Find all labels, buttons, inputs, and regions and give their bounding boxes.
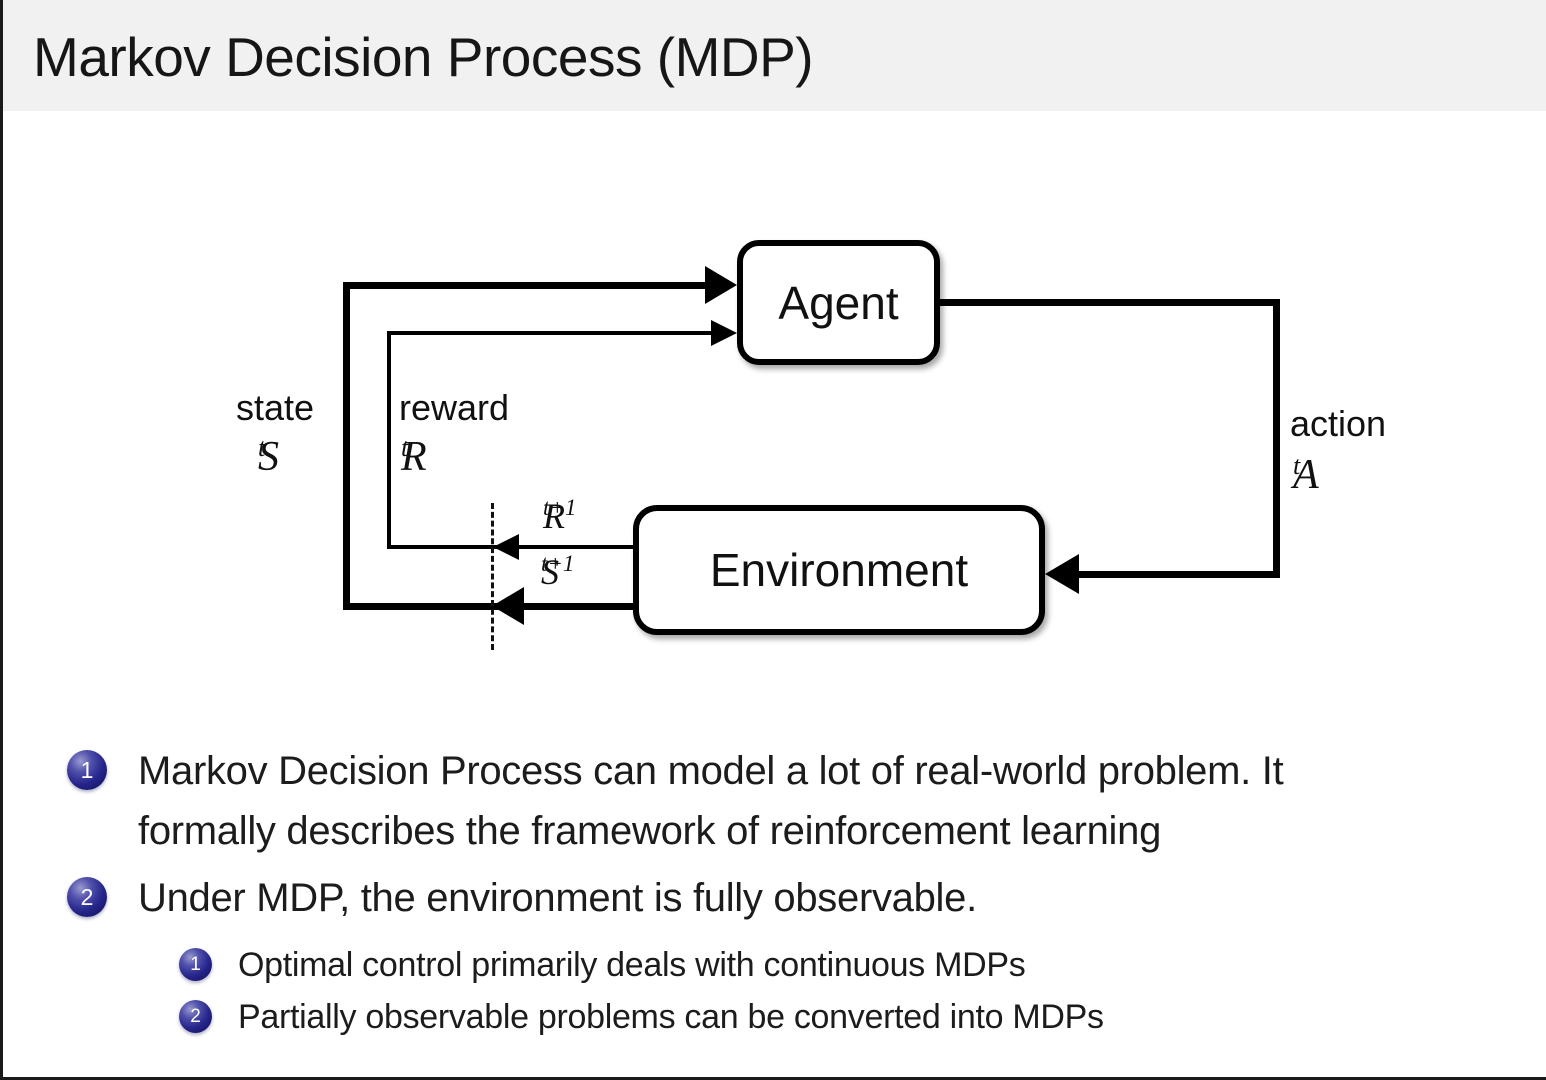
next-reward-arrowhead [493,534,519,560]
agent-label: Agent [778,276,899,329]
bullet-list: 1 Markov Decision Process can model a lo… [3,700,1546,1077]
next-state-arrowhead [492,587,524,625]
action-line-right [1273,299,1280,578]
page-title: Markov Decision Process (MDP) [33,26,814,88]
bullet-1-number-ball: 1 [67,750,107,790]
action-arrowhead-into-environment [1045,554,1079,594]
sub-bullet-1-number-ball: 1 [179,948,212,981]
reward-label: reward [399,387,510,428]
action-line-top [940,299,1280,306]
sub-bullet-2-text: Partially observable problems can be con… [238,998,1104,1036]
state-line-top [343,282,709,289]
bullet-1-line-1: Markov Decision Process can model a lot … [138,749,1284,793]
reward-arrowhead-into-agent [711,320,737,346]
agent-node: Agent [737,240,940,365]
state-line-bottom [343,603,633,610]
reward-line-left [387,331,391,549]
timestep-boundary-dashed-line [491,503,494,650]
sub-bullet-1-text: Optimal control primarily deals with con… [238,946,1026,984]
environment-label: Environment [709,544,969,596]
reward-line-top [387,331,713,335]
environment-node: Environment [633,505,1045,635]
state-line-left [343,282,350,610]
action-label: action [1290,403,1387,444]
state-label: state [236,387,315,428]
sub-bullet-2-number-ball: 2 [179,1000,212,1033]
bullet-2-number-ball: 2 [67,877,107,917]
state-arrowhead-into-agent [705,266,737,304]
action-line-bottom [1059,571,1280,578]
bullet-1-line-2: formally describes the framework of rein… [138,809,1162,853]
slide-title-band: Markov Decision Process (MDP) [3,0,1546,111]
bullet-2-line-1: Under MDP, the environment is fully obse… [138,876,977,920]
